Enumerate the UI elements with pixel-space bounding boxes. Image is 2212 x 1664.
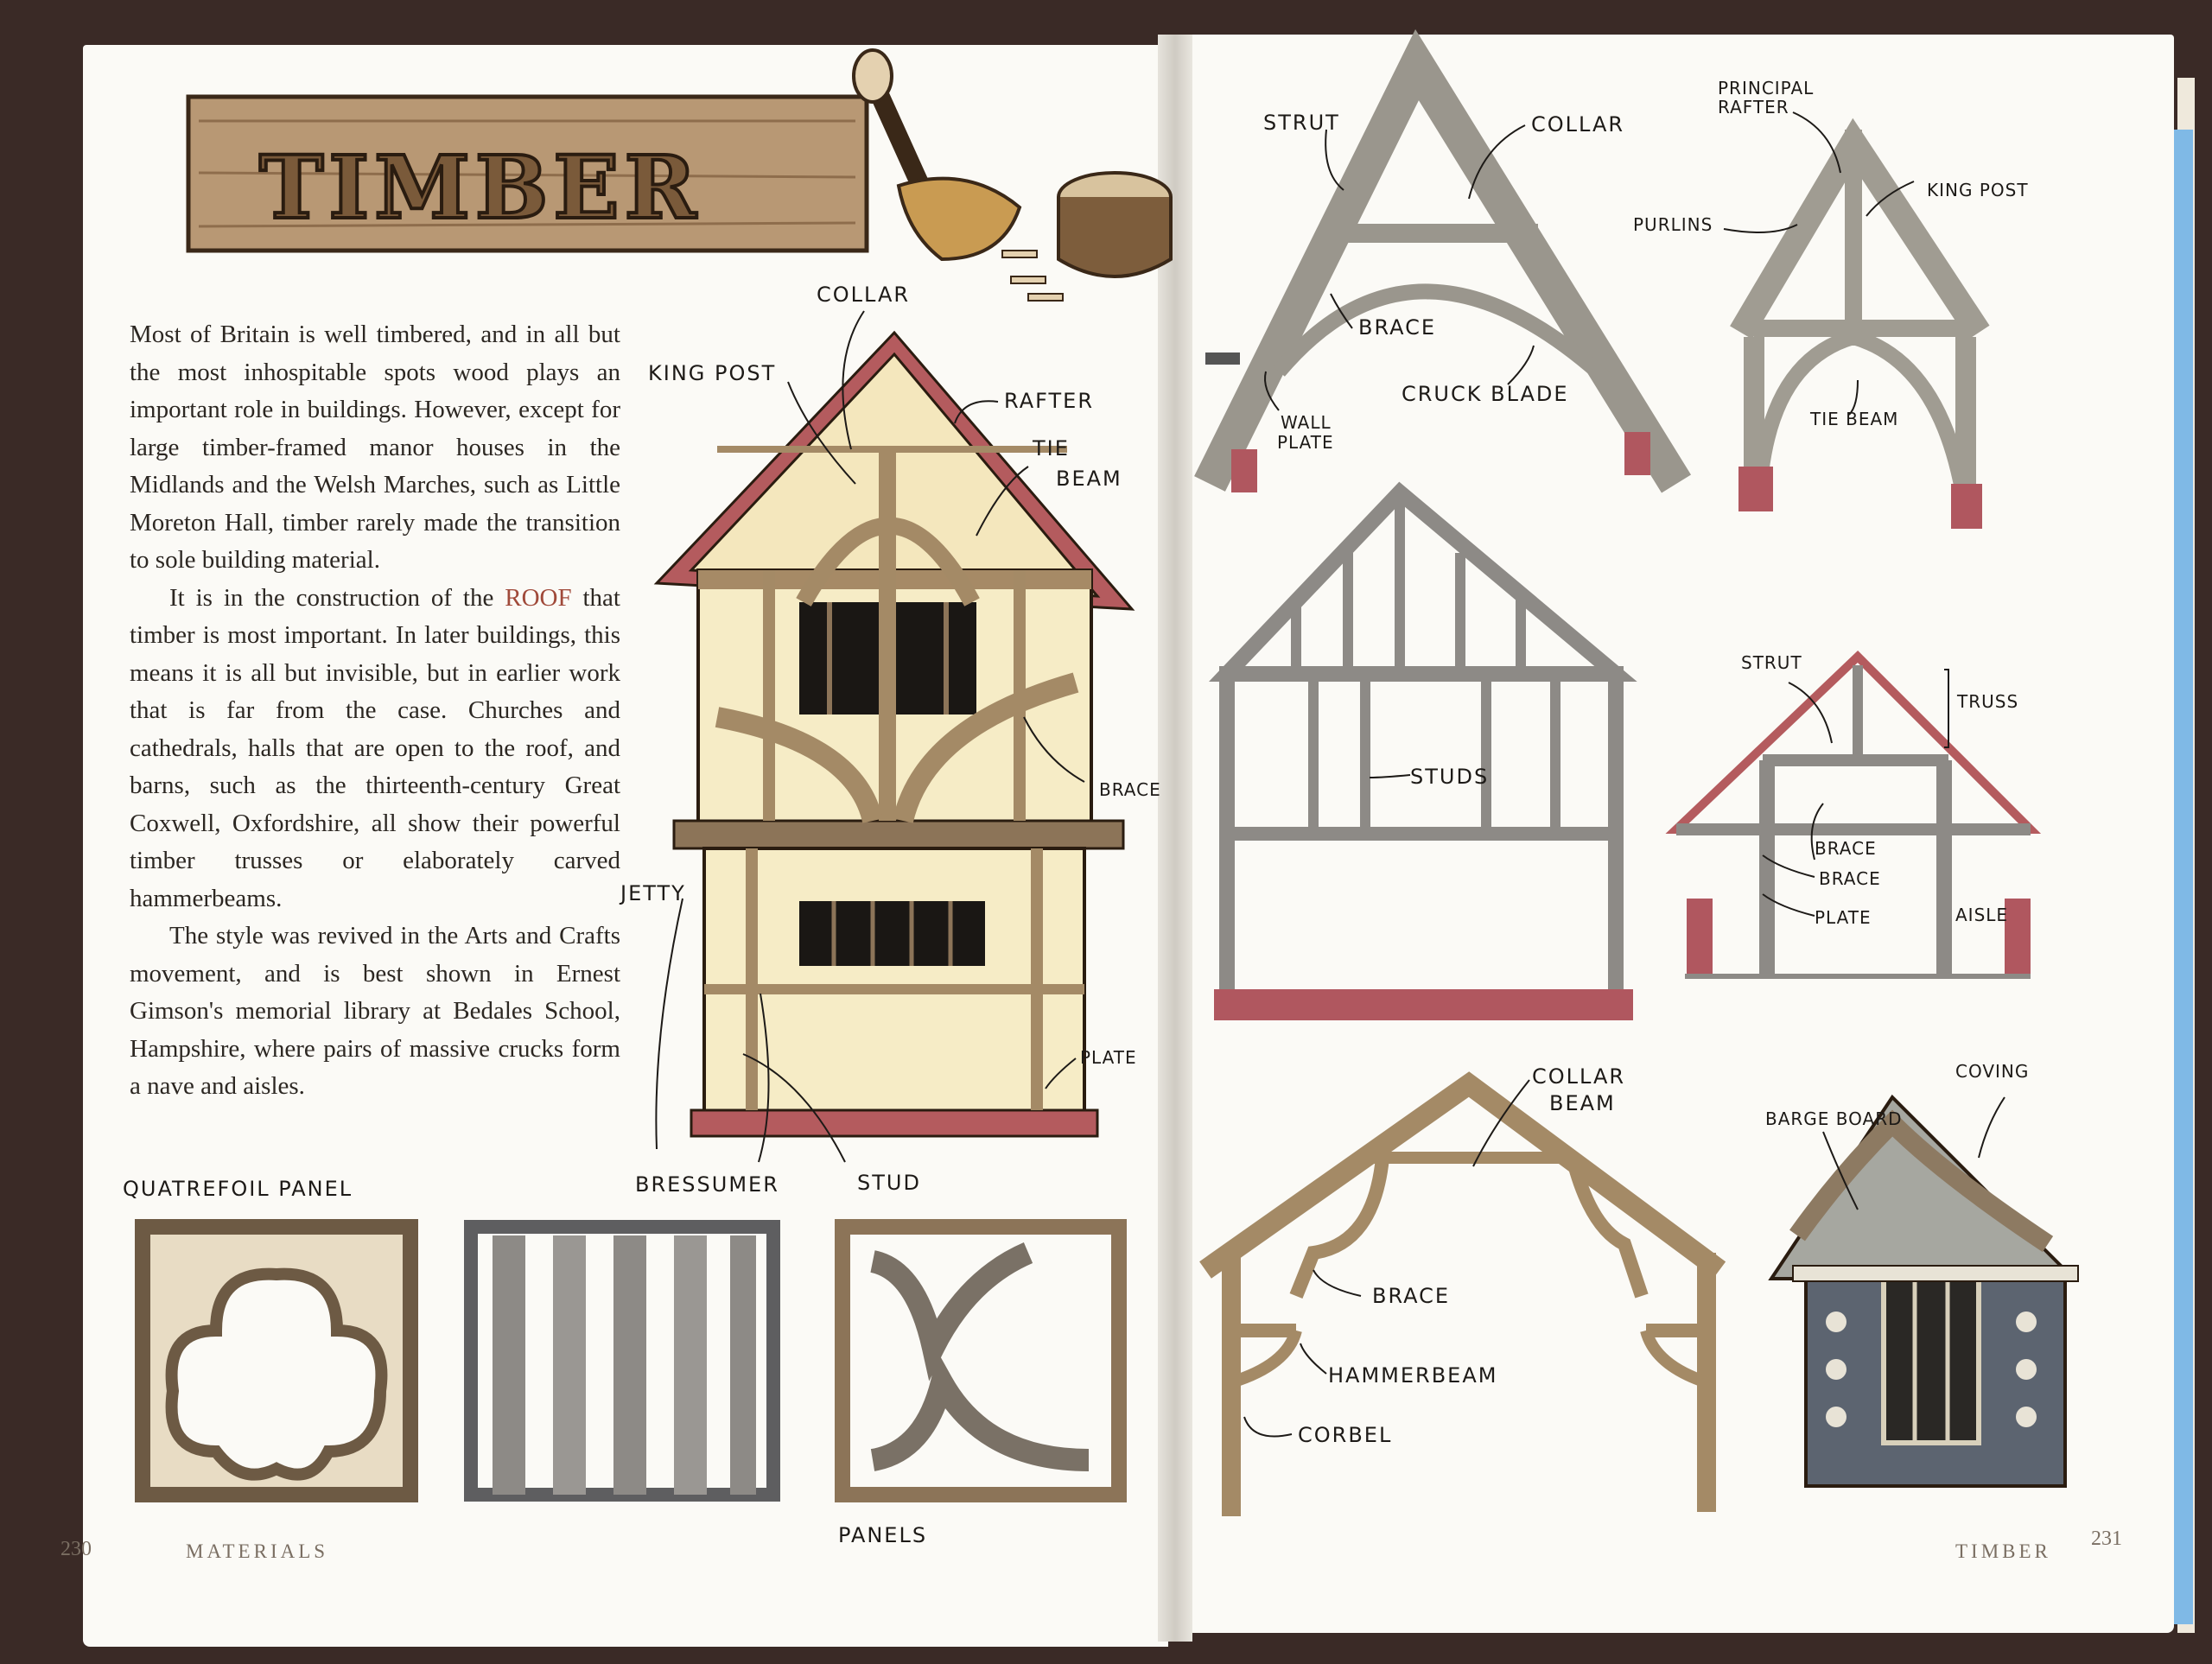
label-king-post: KING POST <box>648 361 777 385</box>
hammerbeam-truss-illustration <box>1199 1071 1726 1516</box>
mallet-and-log-illustration <box>852 48 1173 302</box>
label-quatrefoil-panel: QUATREFOIL PANEL <box>123 1177 353 1201</box>
label-purlins: PURLINS <box>1633 214 1713 235</box>
cruck-frame-illustration <box>1194 29 1692 493</box>
label-aisle: AISLE <box>1955 905 2009 925</box>
label-plate: PLATE <box>1080 1047 1137 1068</box>
label-studs: STUDS <box>1410 765 1490 789</box>
label-plate-aisle: PLATE <box>1815 907 1872 928</box>
label-cruck-blade: CRUCK BLADE <box>1402 382 1569 406</box>
house-leader-lines <box>655 310 1085 1163</box>
paragraph-3: The style was revived in the Arts and Cr… <box>130 922 620 1100</box>
page-number-left: 230 <box>60 1538 92 1560</box>
label-barge-board: BARGE BOARD <box>1765 1108 1903 1129</box>
label-tie-beam: TIE BEAM <box>1810 409 1899 429</box>
barge-leader-lines <box>1822 1096 2005 1210</box>
label-king-post-truss: KING POST <box>1927 180 2029 200</box>
timber-sign-illustration <box>186 94 869 253</box>
label-bressumer: BRESSUMER <box>635 1172 779 1197</box>
aisled-truss-illustration <box>1665 651 2042 979</box>
label-brace-cruck: BRACE <box>1358 315 1437 340</box>
label-rafter: RAFTER <box>1004 389 1095 413</box>
label-brace-aisle-2: BRACE <box>1819 868 1881 889</box>
label-hammerbeam: HAMMERBEAM <box>1328 1363 1498 1388</box>
label-collar-hammer: COLLAR <box>1532 1064 1626 1089</box>
aisled-leader-lines <box>1762 669 1949 917</box>
paragraph-2-after: that timber is most important. In later … <box>130 583 620 912</box>
label-brace-hammer: BRACE <box>1372 1284 1451 1308</box>
label-beam-hammer: BEAM <box>1549 1091 1616 1115</box>
paragraph-2-before: It is in the construction of the <box>169 583 505 612</box>
label-truss: TRUSS <box>1957 691 2019 712</box>
body-text: Most of Britain is well timbered, and in… <box>130 316 620 1106</box>
label-corbel: CORBEL <box>1298 1423 1393 1447</box>
studs-leader-lines <box>1369 774 1411 778</box>
quatrefoil-panel-illustration <box>135 1219 418 1502</box>
label-coving: COVING <box>1955 1061 2030 1082</box>
label-rafter-principal: RAFTER <box>1718 97 1789 117</box>
cruck-leader-lines <box>1264 124 1535 411</box>
label-jetty: JETTY <box>620 881 686 905</box>
stud-panel-illustration <box>464 1220 780 1502</box>
label-plate-cruck: PLATE <box>1277 432 1334 453</box>
king-post-truss-illustration <box>1730 117 1990 529</box>
label-principal: PRINCIPAL <box>1718 78 1815 98</box>
label-strut: STRUT <box>1263 111 1340 135</box>
label-strut-aisle: STRUT <box>1741 652 1802 673</box>
ogee-panel-illustration <box>835 1219 1127 1502</box>
hammer-leader-lines <box>1243 1079 1530 1438</box>
kingpost-leader-lines <box>1723 111 1915 416</box>
book-gutter <box>1158 35 1192 1642</box>
label-beam: BEAM <box>1056 467 1122 491</box>
label-panels: PANELS <box>838 1523 928 1547</box>
timber-sign-title: TIMBER <box>257 135 702 240</box>
page-number-right: 231 <box>2091 1527 2122 1550</box>
label-brace-aisle-1: BRACE <box>1815 838 1877 859</box>
label-wall: WALL <box>1281 412 1332 433</box>
barge-board-illustration <box>1768 1094 2079 1488</box>
paragraph-1: Most of Britain is well timbered, and in… <box>130 321 620 574</box>
running-head-right: TIMBER <box>1955 1540 2051 1562</box>
label-collar: COLLAR <box>817 283 911 307</box>
label-tie: TIE <box>1033 436 1070 460</box>
running-head-left: MATERIALS <box>186 1540 329 1562</box>
studded-gable-illustration <box>1209 481 1637 1020</box>
roof-cross-reference[interactable]: ROOF <box>505 583 572 612</box>
label-brace: BRACE <box>1099 779 1161 800</box>
timber-house-illustration <box>653 330 1135 1138</box>
paragraph-2: It is in the construction of the ROOF th… <box>130 580 620 918</box>
label-stud: STUD <box>857 1171 921 1195</box>
label-collar-cruck: COLLAR <box>1531 112 1625 137</box>
